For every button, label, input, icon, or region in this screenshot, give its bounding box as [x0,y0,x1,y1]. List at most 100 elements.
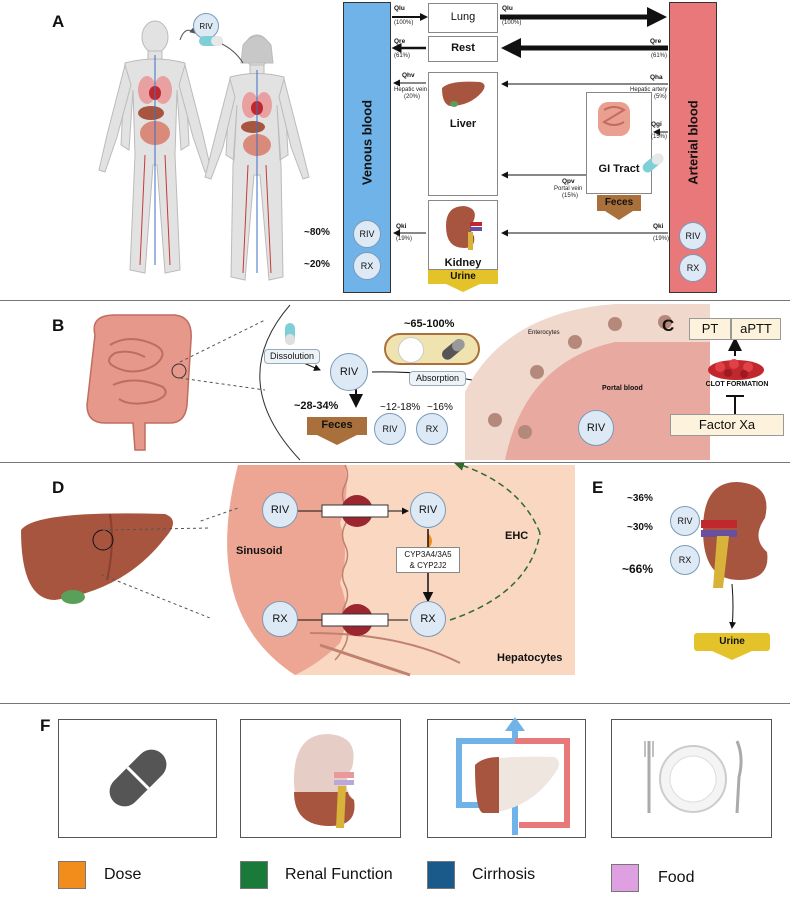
pill-small-icon [442,339,465,360]
pt-box: PT [689,318,731,340]
pill-large-icon [109,749,167,807]
intestine-icon [598,102,630,136]
qlu-right-label: Qlu [502,5,513,12]
qre-left-label: Qre [394,38,406,45]
panel-f-letter: F [40,716,51,735]
qpv-desc: Portal vein [554,186,583,192]
panel-e-letter: E [592,478,604,497]
capsule-gi-icon [642,153,664,173]
qki-left-pct: (19%) [396,236,413,242]
qha-desc: Hepatic artery [630,87,668,93]
legend-label-dose: Dose [104,866,142,883]
qhv-pct: (20%) [404,94,421,100]
liver-large-icon [21,513,173,604]
lung-label: Lung [450,11,476,23]
qki-right-label: Qki [653,223,664,230]
riv-portal-circle: RIV [578,410,614,446]
riv-kidney-circle: RIV [670,506,700,536]
liver-zoom-lines [100,527,211,619]
qre-right-label: Qre [650,38,662,45]
feces-pct: ~28-34% [294,400,339,412]
enterocytes-label: Enterocytes [528,330,560,336]
kidney-large-icon [701,482,768,588]
riv-badge-circle: RIV [193,13,219,39]
capsule-b-icon [285,323,295,345]
feces-box-b [307,417,367,435]
panel-b-letter: B [52,316,65,335]
aptt-box: aPTT [731,318,781,340]
urine-arrow-e [712,651,752,660]
absorption-label: Absorption [409,371,467,386]
liver-label: Liver [449,118,477,130]
factor-xa-box: Factor Xa [670,414,784,436]
urine-box-a [428,270,498,284]
riv-feces-circle: RIV [374,413,406,445]
urine-arrow-a [446,284,480,292]
kidney-pct-3: ~66% [622,562,654,576]
feces-label-a: Feces [604,197,634,208]
venous-rx-circle: RX [353,252,381,280]
rx-hepatocyte-circle: RX [410,601,446,637]
qha-label: Qha [650,74,663,81]
intestine-large-icon [86,314,192,451]
qhv-label: Qhv [402,72,415,79]
arterial-riv-circle: RIV [679,222,707,250]
legend-swatch-renal [240,861,268,889]
gi-tract-label: GI Tract [598,163,640,175]
qgi-pct: (15%) [651,134,668,140]
feces-arrow-a [605,211,633,220]
kidney-faded-icon [294,734,355,828]
ehc-label: EHC [505,530,529,542]
venous-blood-label: Venous blood [359,99,375,186]
panel-a-letter: A [52,12,65,31]
qgi-label: Qgi [651,121,662,128]
urine-label-e: Urine [719,636,745,647]
qlu-right-pct: (100%) [502,20,522,26]
liver-icon [442,81,485,107]
qlu-left-pct: (100%) [394,20,414,26]
feces-label-b: Feces [321,419,353,431]
enterocytes-illustration [465,304,710,460]
separator-ab [0,300,790,301]
flow-arrows [391,7,668,237]
qki-right-pct: (19%) [653,236,670,242]
plate-small-icon [398,337,424,363]
clot-icon [708,340,764,414]
qre-right-pct: (61%) [651,53,668,59]
urine-flow-arrow [729,583,737,629]
kidney-label: Kidney [444,257,482,269]
plate-cutlery-icon [644,740,743,814]
rest-box [428,36,498,62]
hepatocytes-label: Hepatocytes [497,652,563,664]
female-organs-icon [241,70,272,274]
rx-kidney-circle: RX [670,545,700,575]
clot-formation-label: CLOT FORMATION [705,381,769,388]
venous-riv-circle: RIV [353,220,381,248]
separator-bd [0,462,790,463]
qre-left-pct: (61%) [394,53,411,59]
sinusoid-label: Sinusoid [236,545,283,557]
legend-swatch-cirrhosis [427,861,455,889]
dissolution-label: Dissolution [264,349,321,364]
cirrhosis-liver-icon [456,717,570,835]
kidney-pct-1: ~36% [627,493,653,504]
urine-box-e [694,633,770,651]
capsule-icon [199,36,223,46]
bioavail-pct: ~65-100% [404,318,455,330]
panel-c-letter: C [662,316,675,335]
riv-sinusoid-circle: RIV [262,492,298,528]
riv-hepatocyte-circle: RIV [410,492,446,528]
pct-riv: ~80% [304,227,330,238]
lung-box [428,3,498,33]
legend-swatch-food [611,864,639,892]
rx-feces-circle: RX [416,413,448,445]
legend-label-cirrhosis: Cirrhosis [472,866,536,883]
legend-label-renal: Renal Function [285,866,393,883]
feces-arrow-b [317,435,357,445]
qpv-label: Qpv [562,178,575,185]
riv-small-pct: ~12-18% [380,402,421,413]
qki-left-label: Qki [396,223,407,230]
qha-pct: (5%) [654,94,667,100]
panel-d-letter: D [52,478,65,497]
cyp-enzymes-box: CYP3A4/3A5 & CYP2J2 [396,547,460,573]
